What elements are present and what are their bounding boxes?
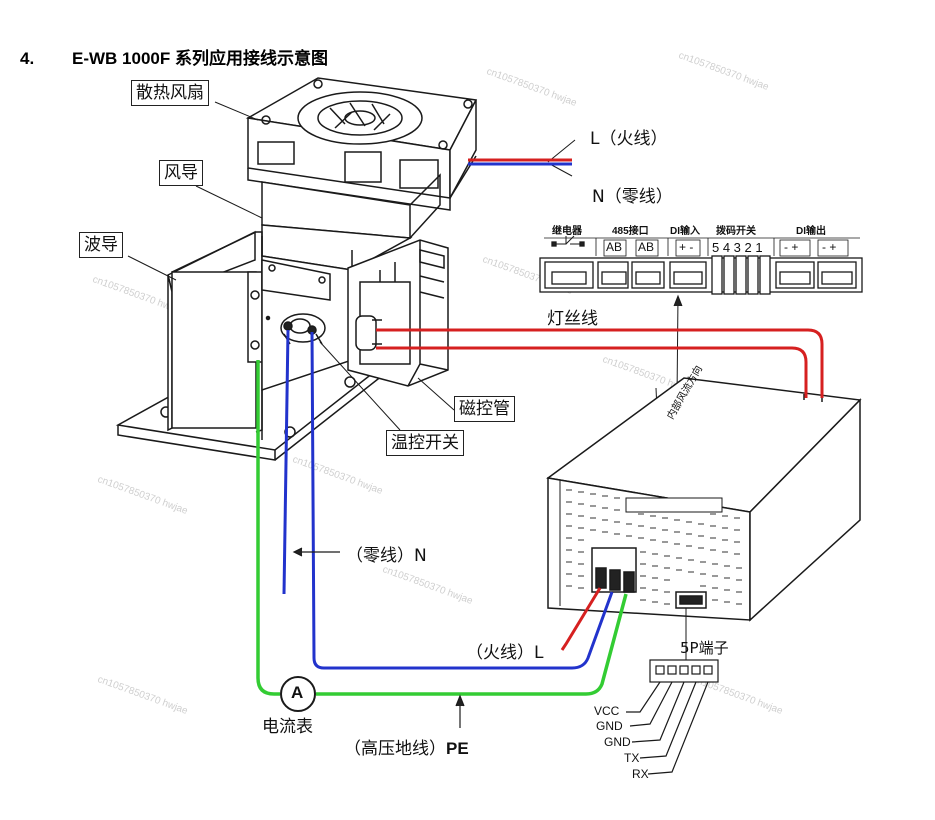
magnetron-label: 磁控管	[454, 396, 515, 422]
di-output-polarity-1: - +	[784, 240, 799, 254]
duct-label: 风导	[159, 160, 203, 186]
relay-header: 继电器	[552, 226, 582, 237]
dip-switch-header: 拨码开关	[716, 226, 756, 237]
fan-icon	[245, 77, 478, 211]
hv-ground-code: PE	[446, 739, 469, 758]
waveguide-icon	[167, 230, 263, 433]
duct-icon	[261, 173, 441, 271]
pin-tx: TX	[624, 751, 640, 765]
neutral-label-leader	[292, 547, 340, 557]
neutral-wire-left-label: （零线）N	[346, 546, 427, 566]
pin-vcc: VCC	[594, 704, 620, 718]
terminal-strip-icon	[539, 235, 863, 295]
di-input-header: DI输入	[670, 226, 700, 237]
pe-arrow	[455, 694, 465, 728]
5p-leads	[626, 681, 709, 775]
rs485-ab-2: AB	[638, 240, 655, 254]
di-input-polarity: + -	[679, 240, 694, 254]
ground-wire	[256, 360, 628, 696]
di-output-polarity-2: - +	[822, 240, 837, 254]
section-title: E-WB 1000F 系列应用接线示意图	[72, 49, 328, 68]
neutral-wire-top-label: N（零线）	[592, 187, 673, 207]
live-wire-bottom-label: （火线）L	[466, 643, 544, 663]
terminal-5p-label: 5P端子	[680, 639, 729, 657]
thermostat-icon	[265, 313, 326, 345]
dip-numbers: 5 4 3 2 1	[712, 240, 763, 255]
thermostat-label: 温控开关	[386, 430, 464, 456]
pin-gnd-2: GND	[604, 735, 631, 749]
rs485-ab-1: AB	[606, 240, 623, 254]
mains-input-wires	[468, 158, 572, 166]
fan-label: 散热风扇	[131, 80, 209, 106]
hv-ground-label: （高压地线）PE	[344, 734, 469, 759]
pin-rx: RX	[632, 767, 649, 781]
di-output-header: DI输出	[796, 226, 826, 237]
ammeter-label: 电流表	[262, 717, 313, 737]
power-supply-icon	[546, 377, 862, 622]
hv-ground-text: （高压地线）	[344, 739, 446, 759]
waveguide-label: 波导	[79, 232, 123, 258]
rs485-header: 485接口	[612, 226, 649, 237]
section-number: 4.	[20, 49, 35, 68]
live-wire-top-label: L（火线）	[590, 129, 668, 149]
leader-lines	[127, 101, 576, 431]
pin-gnd-1: GND	[596, 719, 623, 733]
ammeter-icon	[280, 676, 316, 712]
page-title: 4. E-WB 1000F 系列应用接线示意图	[20, 44, 328, 69]
filament-wire-label: 灯丝线	[547, 309, 598, 329]
ammeter-symbol: A	[291, 683, 304, 702]
live-wire	[560, 587, 602, 651]
filament-wires	[376, 328, 824, 398]
neutral-wires	[282, 329, 614, 670]
magnetron-icon	[347, 239, 449, 387]
